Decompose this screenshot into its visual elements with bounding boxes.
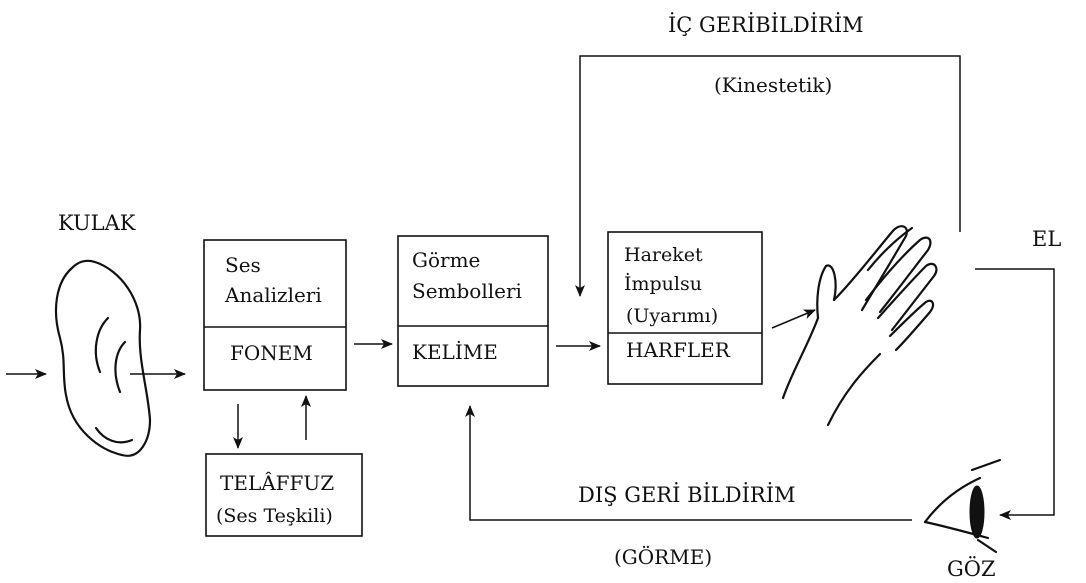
kulak-label: KULAK bbox=[58, 211, 136, 235]
el-to-goz-path bbox=[975, 268, 1055, 520]
dis-feedback-path bbox=[465, 405, 912, 521]
ear-icon bbox=[54, 259, 152, 457]
ses-analizleri-line2: Analizleri bbox=[224, 283, 322, 307]
gorme-sembolleri-box: Görme Sembolleri KELİME bbox=[397, 235, 549, 387]
eye-icon bbox=[923, 458, 1002, 554]
telaffuz-line2: (Ses Teşkili) bbox=[216, 505, 333, 527]
hareket-impulsu-line3: (Uyarımı) bbox=[626, 305, 718, 327]
kinestetik-label: (Kinestetik) bbox=[714, 73, 832, 97]
harfler-label: HARFLER bbox=[626, 338, 731, 362]
kelime-label: KELİME bbox=[412, 340, 498, 364]
gorme-feedback-label: (GÖRME) bbox=[614, 544, 712, 569]
ses-analizleri-box: Ses Analizleri FONEM bbox=[203, 239, 347, 391]
el-label: EL bbox=[1032, 227, 1061, 251]
telaffuz-line1: TELÂFFUZ bbox=[220, 471, 334, 495]
telaffuz-box: TELÂFFUZ (Ses Teşkili) bbox=[205, 453, 363, 537]
hareket-to-hand-arrow bbox=[771, 309, 816, 329]
dis-geri-bildirim-label: DIŞ GERİ BİLDİRİM bbox=[578, 483, 796, 507]
goz-label: GÖZ bbox=[947, 556, 996, 581]
hand-icon bbox=[781, 225, 938, 427]
hareket-impulsu-box: Hareket İmpulsu (Uyarımı) HARFLER bbox=[607, 231, 763, 385]
ses-analizleri-line1: Ses bbox=[225, 253, 261, 277]
ic-feedback-path bbox=[575, 55, 961, 297]
hareket-impulsu-line2: İmpulsu bbox=[624, 272, 702, 295]
fonem-label: FONEM bbox=[230, 341, 313, 365]
hareket-impulsu-line1: Hareket bbox=[624, 244, 703, 266]
ic-geribildirim-label: İÇ GERİBİLDİRİM bbox=[668, 13, 864, 37]
gorme-sembolleri-line1: Görme bbox=[412, 248, 480, 272]
gorme-sembolleri-line2: Sembolleri bbox=[412, 279, 522, 303]
